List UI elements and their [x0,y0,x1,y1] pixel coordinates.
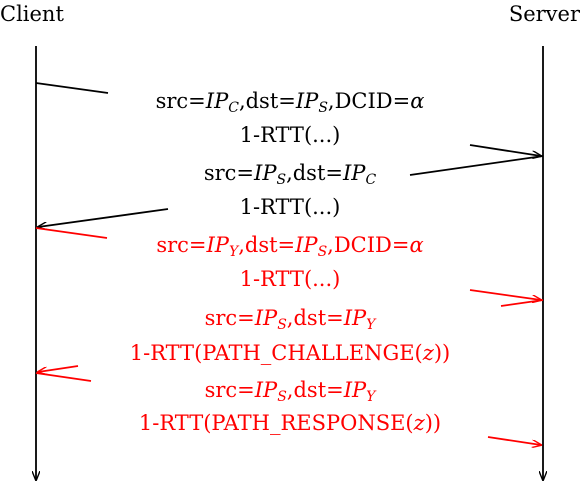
msg3-dcid-label: ,DCID= [327,233,410,257]
msg3-payload: 1-RTT(...) [239,267,341,291]
client-label: Client [0,2,64,26]
msg5-payload-var: z [413,411,425,435]
msg1-arrow-end [469,144,541,156]
msg2-src-ip: IP [254,161,277,185]
msg5-dst-label: ,dst= [286,378,344,402]
msg1-src-label: src= [155,89,206,113]
msg4-arrow-start [500,299,544,307]
msg2-payload: 1-RTT(...) [239,195,341,219]
msg2-src-label: src= [203,161,255,185]
msg5-arrow-end [487,436,541,445]
msg1-dcid-label: ,DCID= [327,89,411,113]
msg4-payload-var: z [422,341,434,365]
msg1-payload: 1-RTT(...) [239,123,341,147]
msg4-payload-suffix: )) [433,341,451,365]
msg5-arrow-start [35,372,92,382]
msg3-dst-ip: IP [295,233,318,257]
msg5-payload-prefix: 1-RTT(PATH_RESPONSE( [138,411,414,435]
msg4-header: src=IPS,dst=IPY [0,305,580,333]
msg4-dst-label: ,dst= [286,306,344,330]
msg4-payload-prefix: 1-RTT(PATH_CHALLENGE( [129,341,423,365]
msg4-arrow-end [38,365,79,372]
msg3-dst-sub: S [317,244,328,260]
server-label: Server [508,2,580,26]
msg4-dst-sub: Y [366,317,376,333]
msg2-src-sub: S [276,172,287,188]
msg3-dcid-value: α [409,233,424,257]
msg5-header: src=IPS,dst=IPY [0,377,580,405]
msg2-header: src=IPS,dst=IPC [0,160,580,188]
msg4-src-sub: S [277,317,287,333]
msg5-payload: 1-RTT(PATH_RESPONSE(z)) [0,410,580,436]
msg3-src-label: src= [156,233,207,257]
msg5-dst-ip: IP [343,378,367,402]
msg1-src-sub: C [228,100,239,116]
msg1-header: src=IPC,dst=IPS,DCID=α [0,88,580,116]
msg1-dst-sub: S [318,100,328,116]
msg2-arrow-end [38,208,169,227]
msg2-dst-label: ,dst= [286,161,343,185]
msg5-src-sub: S [277,389,287,405]
msg5-payload-suffix: )) [424,411,442,435]
msg5-dst-sub: Y [366,389,376,405]
msg3-src-ip: IP [206,233,229,257]
msg3-src-sub: Y [228,244,239,260]
msg4-src-label: src= [204,306,255,330]
msg1-dst-ip: IP [295,89,319,113]
msg5-src-label: src= [204,378,255,402]
msg2-arrow-start [409,155,544,176]
msg3-arrow-start [35,227,108,239]
msg4-payload: 1-RTT(PATH_CHALLENGE(z)) [0,340,580,366]
msg3-header: src=IPY,dst=IPS,DCID=α [0,232,580,260]
msg3-arrow-end [469,289,541,300]
msg4-src-ip: IP [254,306,278,330]
msg2-dst-ip: IP [343,161,366,185]
msg3-dst-label: ,dst= [238,233,296,257]
msg1-dst-label: ,dst= [238,89,296,113]
msg4-dst-ip: IP [343,306,367,330]
msg1-src-ip: IP [205,89,229,113]
msg1-dcid-value: α [410,89,425,113]
msg1-arrow-start [35,82,109,94]
msg5-src-ip: IP [254,378,278,402]
msg2-dst-sub: C [365,172,377,188]
